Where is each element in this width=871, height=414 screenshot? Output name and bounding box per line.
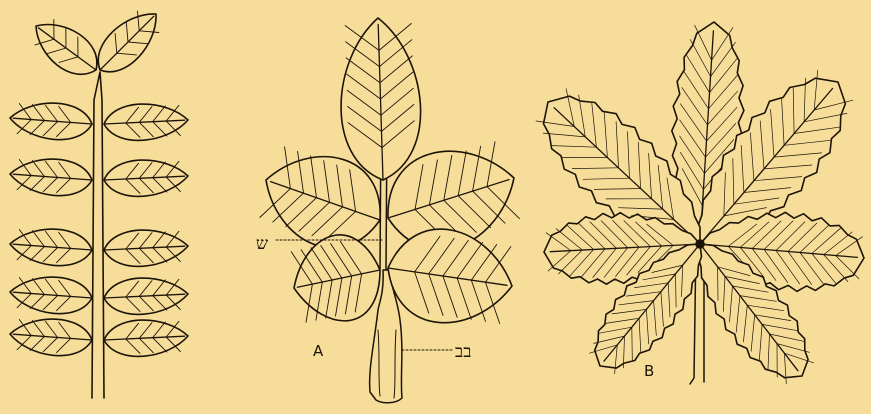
figure-label-b: B	[644, 364, 654, 379]
callout-label-bet-bet: בב	[455, 344, 471, 361]
callout-label-shin: ש	[256, 236, 268, 253]
figure-label-a: A	[313, 344, 323, 359]
leaflet	[388, 229, 512, 323]
vein	[632, 327, 633, 360]
trifoliate-leaf-figure	[260, 18, 520, 403]
leaflet-junction	[696, 240, 704, 248]
leaflet	[266, 157, 380, 248]
palmate-leaf-figure	[536, 22, 864, 384]
pinnate-leaf-figure	[10, 11, 188, 398]
rachis	[92, 72, 104, 398]
